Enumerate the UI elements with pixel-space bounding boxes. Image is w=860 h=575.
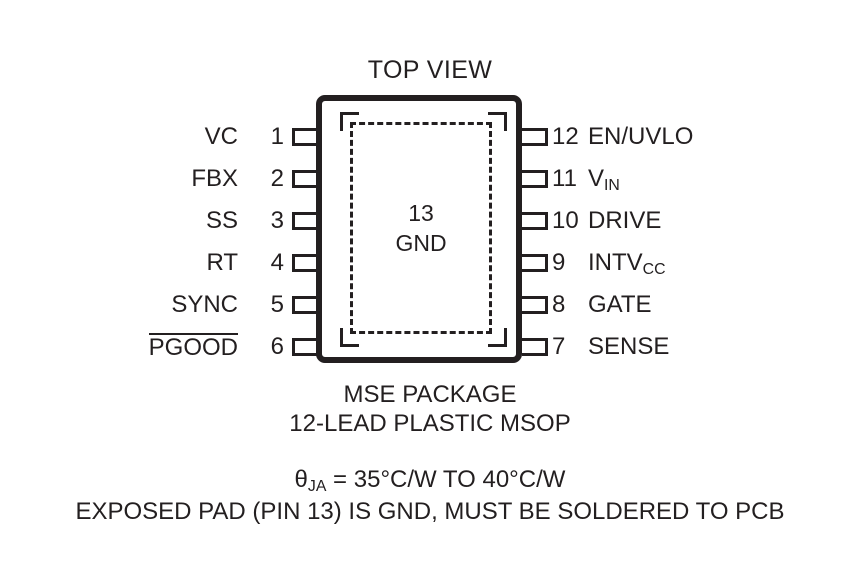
pin-lead-4 (292, 254, 318, 272)
pin-number-9: 9 (552, 249, 566, 276)
pin-label-row-8: 8 GATE (552, 289, 842, 321)
pin-number-10: 10 (552, 207, 579, 234)
exposed-pad-corner-bottom-left (340, 328, 359, 347)
theta-symbol: θ (294, 466, 308, 493)
pin-name-4: RT (206, 249, 238, 276)
pin-lead-1 (292, 128, 318, 146)
pin-name-6: PGOOD (148, 333, 238, 362)
pin-name-1: VC (204, 123, 238, 150)
theta-value: = 35°C/W TO 40°C/W (326, 466, 566, 493)
pin-number-11: 11 (552, 165, 577, 192)
pin-number-7: 7 (552, 333, 566, 360)
pin-lead-9 (522, 254, 548, 272)
pin-number-8: 8 (552, 291, 566, 318)
caption-package-type: 12-LEAD PLASTIC MSOP (289, 410, 571, 437)
pin-label-row-4: RT 4 (40, 247, 284, 279)
pin-name-8: GATE (588, 291, 652, 318)
pin-label-row-6: PGOOD 6 (40, 331, 284, 363)
exposed-pad-number: 13 (408, 200, 434, 226)
pin-lead-10 (522, 212, 548, 230)
exposed-pad-outline (350, 122, 492, 334)
pin-number-6: 6 (270, 333, 284, 360)
pin-number-4: 4 (270, 249, 284, 276)
pin-label-row-7: 7 SENSE (552, 331, 842, 363)
pin-name-3: SS (205, 207, 238, 234)
pin-lead-8 (522, 296, 548, 314)
pin-lead-2 (292, 170, 318, 188)
pin-label-row-9: 9 INTVCC (552, 247, 842, 279)
pin-number-5: 5 (270, 291, 284, 318)
pin-label-row-2: FBX 2 (40, 163, 284, 195)
exposed-pad-label: 13 GND (350, 198, 492, 258)
pin-name-2: FBX (191, 165, 238, 192)
exposed-pad-corner-bottom-right (488, 328, 507, 347)
pin-label-row-12: 12 EN/UVLO (552, 121, 842, 153)
pin-name-5: SYNC (171, 291, 238, 318)
pin-name-7: SENSE (588, 333, 670, 360)
exposed-pad-corner-top-left (340, 112, 359, 131)
figure-title: TOP VIEW (367, 56, 493, 84)
pin-lead-3 (292, 212, 318, 230)
pin-number-2: 2 (270, 165, 284, 192)
caption-package-name: MSE PACKAGE (343, 381, 517, 408)
caption-exposed-pad-note: EXPOSED PAD (PIN 13) IS GND, MUST BE SOL… (75, 498, 785, 525)
pin-lead-11 (522, 170, 548, 188)
pin-name-10: DRIVE (588, 207, 662, 234)
pin-lead-6 (292, 338, 318, 356)
pin-label-row-1: VC 1 (40, 121, 284, 153)
caption-thermal-resistance: θJA = 35°C/W TO 40°C/W (0, 466, 860, 496)
pin-number-12: 12 (552, 123, 579, 150)
exposed-pad-corner-top-right (488, 112, 507, 131)
pin-number-1: 1 (270, 123, 284, 150)
theta-subscript: JA (307, 478, 327, 496)
pin-name-11-subscript: IN (604, 177, 620, 195)
pin-name-11: VIN (588, 165, 620, 195)
pin-lead-12 (522, 128, 548, 146)
pin-name-12: EN/UVLO (588, 123, 694, 150)
pin-label-row-5: SYNC 5 (40, 289, 284, 321)
pin-label-row-11: 11 VIN (552, 163, 842, 195)
pin-name-9-subscript: CC (642, 261, 666, 279)
exposed-pad-net: GND (395, 230, 447, 256)
pin-label-row-10: 10 DRIVE (552, 205, 842, 237)
pin-lead-7 (522, 338, 548, 356)
pin-lead-5 (292, 296, 318, 314)
pin-name-9: INTVCC (588, 249, 666, 279)
pin-label-row-3: SS 3 (40, 205, 284, 237)
pin-number-3: 3 (270, 207, 284, 234)
